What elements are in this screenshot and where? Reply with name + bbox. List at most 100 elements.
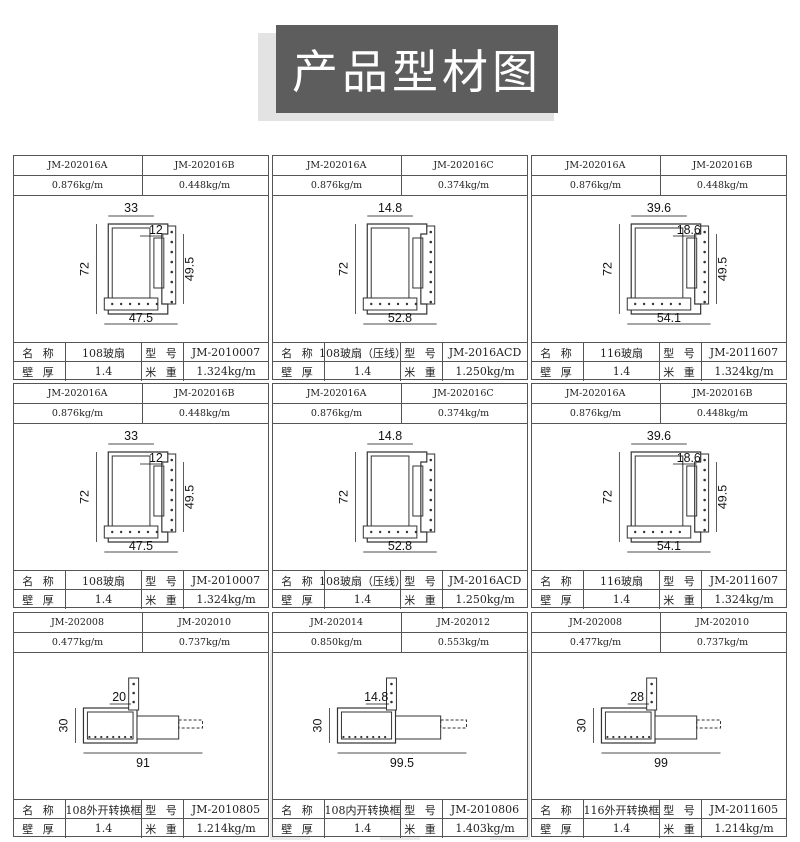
header-row-weights: 0.876kg/m 0.448kg/m <box>14 404 268 424</box>
product-model: JM-2010007 <box>191 346 261 359</box>
dim-top: 39.6 <box>647 429 671 443</box>
dim-left: 30 <box>575 718 589 732</box>
dim-bottom: 52.8 <box>388 311 412 325</box>
spec-row-wall: 壁 厚 1.4 米 重 1.324kg/m <box>14 361 268 381</box>
meter-weight: 1.324kg/m <box>714 593 774 606</box>
spec-row-wall: 壁 厚 1.4 米 重 1.250kg/m <box>273 361 527 381</box>
product-name: 116外开转换框 <box>584 800 660 819</box>
dim-bottom: 54.1 <box>657 539 681 553</box>
label-model: 型 号 <box>401 800 443 819</box>
label-model: 型 号 <box>142 343 184 362</box>
header-row-codes: JM-202016A JM-202016B <box>532 156 786 176</box>
header-weight-a: 0.876kg/m <box>51 408 104 419</box>
header-row-codes: JM-202016A JM-202016C <box>273 384 527 404</box>
profile-card: JM-202016A JM-202016B 0.876kg/m 0.448kg/… <box>531 383 787 609</box>
header-weight-b: 0.448kg/m <box>178 180 231 191</box>
dim-inner: 12 <box>149 223 163 237</box>
header-divider <box>142 384 143 424</box>
label-model: 型 号 <box>142 571 184 590</box>
label-name: 名 称 <box>273 571 325 590</box>
spec-row-name: 名 称 108内开转换框 型 号 JM-2010806 <box>273 799 527 819</box>
header-weight-b: 0.448kg/m <box>696 408 749 419</box>
header-weight-b: 0.553kg/m <box>437 637 490 648</box>
dim-bottom: 47.5 <box>129 539 153 553</box>
label-weight: 米 重 <box>142 819 184 838</box>
meter-weight: 1.324kg/m <box>196 365 256 378</box>
header-code-a: JM-202016A <box>306 160 367 171</box>
title-box: 产品型材图 <box>276 25 558 113</box>
header-row-codes: JM-202008 JM-202010 <box>532 613 786 633</box>
spec-row-name: 名 称 116外开转换框 型 号 JM-2011605 <box>532 799 786 819</box>
header-weight-a: 0.876kg/m <box>310 408 363 419</box>
dim-left: 72 <box>336 262 350 276</box>
header-code-a: JM-202008 <box>568 617 622 628</box>
product-name: 108玻扇 <box>66 571 142 590</box>
wall-thickness: 1.4 <box>66 819 142 838</box>
header-weight-a: 0.876kg/m <box>310 180 363 191</box>
spec-row-wall: 壁 厚 1.4 米 重 1.214kg/m <box>14 818 268 838</box>
dim-left: 72 <box>600 490 614 504</box>
spec-row-name: 名 称 108玻扇（压线） 型 号 JM-2016ACD <box>273 570 527 590</box>
label-wall: 壁 厚 <box>14 819 66 838</box>
header-code-a: JM-202016A <box>47 160 108 171</box>
product-name: 108外开转换框 <box>66 800 142 819</box>
profile-card: JM-202014 JM-202012 0.850kg/m 0.553kg/m … <box>272 612 528 838</box>
spec-row-name: 名 称 116玻扇 型 号 JM-2011607 <box>532 342 786 362</box>
spec-row-wall: 壁 厚 1.4 米 重 1.324kg/m <box>532 589 786 609</box>
profile-drawing: 14.8 72 52.8 <box>273 196 527 344</box>
label-wall: 壁 厚 <box>273 362 325 381</box>
header-row-codes: JM-202016A JM-202016B <box>14 384 268 404</box>
header-code-a: JM-202014 <box>309 617 363 628</box>
dim-bottom: 99.5 <box>390 756 414 770</box>
header-code-b: JM-202016B <box>174 388 235 399</box>
dim-bottom: 54.1 <box>657 311 681 325</box>
meter-weight: 1.324kg/m <box>196 593 256 606</box>
dim-top: 14.8 <box>378 429 402 443</box>
label-model: 型 号 <box>401 571 443 590</box>
header-weight-a: 0.876kg/m <box>569 180 622 191</box>
label-wall: 壁 厚 <box>532 819 584 838</box>
meter-weight: 1.214kg/m <box>714 822 774 835</box>
spec-row-wall: 壁 厚 1.4 米 重 1.214kg/m <box>532 818 786 838</box>
product-model: JM-2010007 <box>191 574 261 587</box>
wall-thickness: 1.4 <box>66 362 142 381</box>
profile-card: JM-202008 JM-202010 0.477kg/m 0.737kg/m … <box>13 612 269 838</box>
label-weight: 米 重 <box>401 819 443 838</box>
meter-weight: 1.214kg/m <box>196 822 256 835</box>
header-row-weights: 0.876kg/m 0.448kg/m <box>532 404 786 424</box>
label-weight: 米 重 <box>660 819 702 838</box>
header-row-codes: JM-202008 JM-202010 <box>14 613 268 633</box>
dim-left: 72 <box>336 490 350 504</box>
dim-left: 30 <box>311 718 325 732</box>
dim-top: 14.8 <box>378 201 402 215</box>
label-weight: 米 重 <box>660 590 702 609</box>
dim-bottom: 47.5 <box>129 311 153 325</box>
dim-right: 49.5 <box>716 257 730 281</box>
header-row-weights: 0.850kg/m 0.553kg/m <box>273 633 527 653</box>
product-name: 108玻扇（压线） <box>319 343 406 362</box>
page-title: 产品型材图 <box>292 45 542 99</box>
product-name: 108内开转换框 <box>325 800 401 819</box>
header-code-a: JM-202016A <box>565 160 626 171</box>
header-weight-b: 0.374kg/m <box>437 180 490 191</box>
header-code-b: JM-202016B <box>692 160 753 171</box>
dim-right: 49.5 <box>183 485 197 509</box>
header-code-b: JM-202016B <box>174 160 235 171</box>
header-code-b: JM-202016B <box>692 388 753 399</box>
profile-card: JM-202016A JM-202016B 0.876kg/m 0.448kg/… <box>13 155 269 381</box>
header-code-a: JM-202016A <box>306 388 367 399</box>
wall-thickness: 1.4 <box>584 819 660 838</box>
label-wall: 壁 厚 <box>14 362 66 381</box>
spec-row-wall: 壁 厚 1.4 米 重 1.403kg/m <box>273 818 527 838</box>
meter-weight: 1.403kg/m <box>455 822 515 835</box>
label-weight: 米 重 <box>401 362 443 381</box>
profile-drawing: 39.6 18.6 72 49.5 54.1 <box>532 424 786 572</box>
header-code-b: JM-202010 <box>695 617 749 628</box>
header-divider <box>401 384 402 424</box>
header-code-b: JM-202016C <box>433 160 494 171</box>
dim-right: 49.5 <box>716 485 730 509</box>
dim-inner: 18.6 <box>677 451 701 465</box>
